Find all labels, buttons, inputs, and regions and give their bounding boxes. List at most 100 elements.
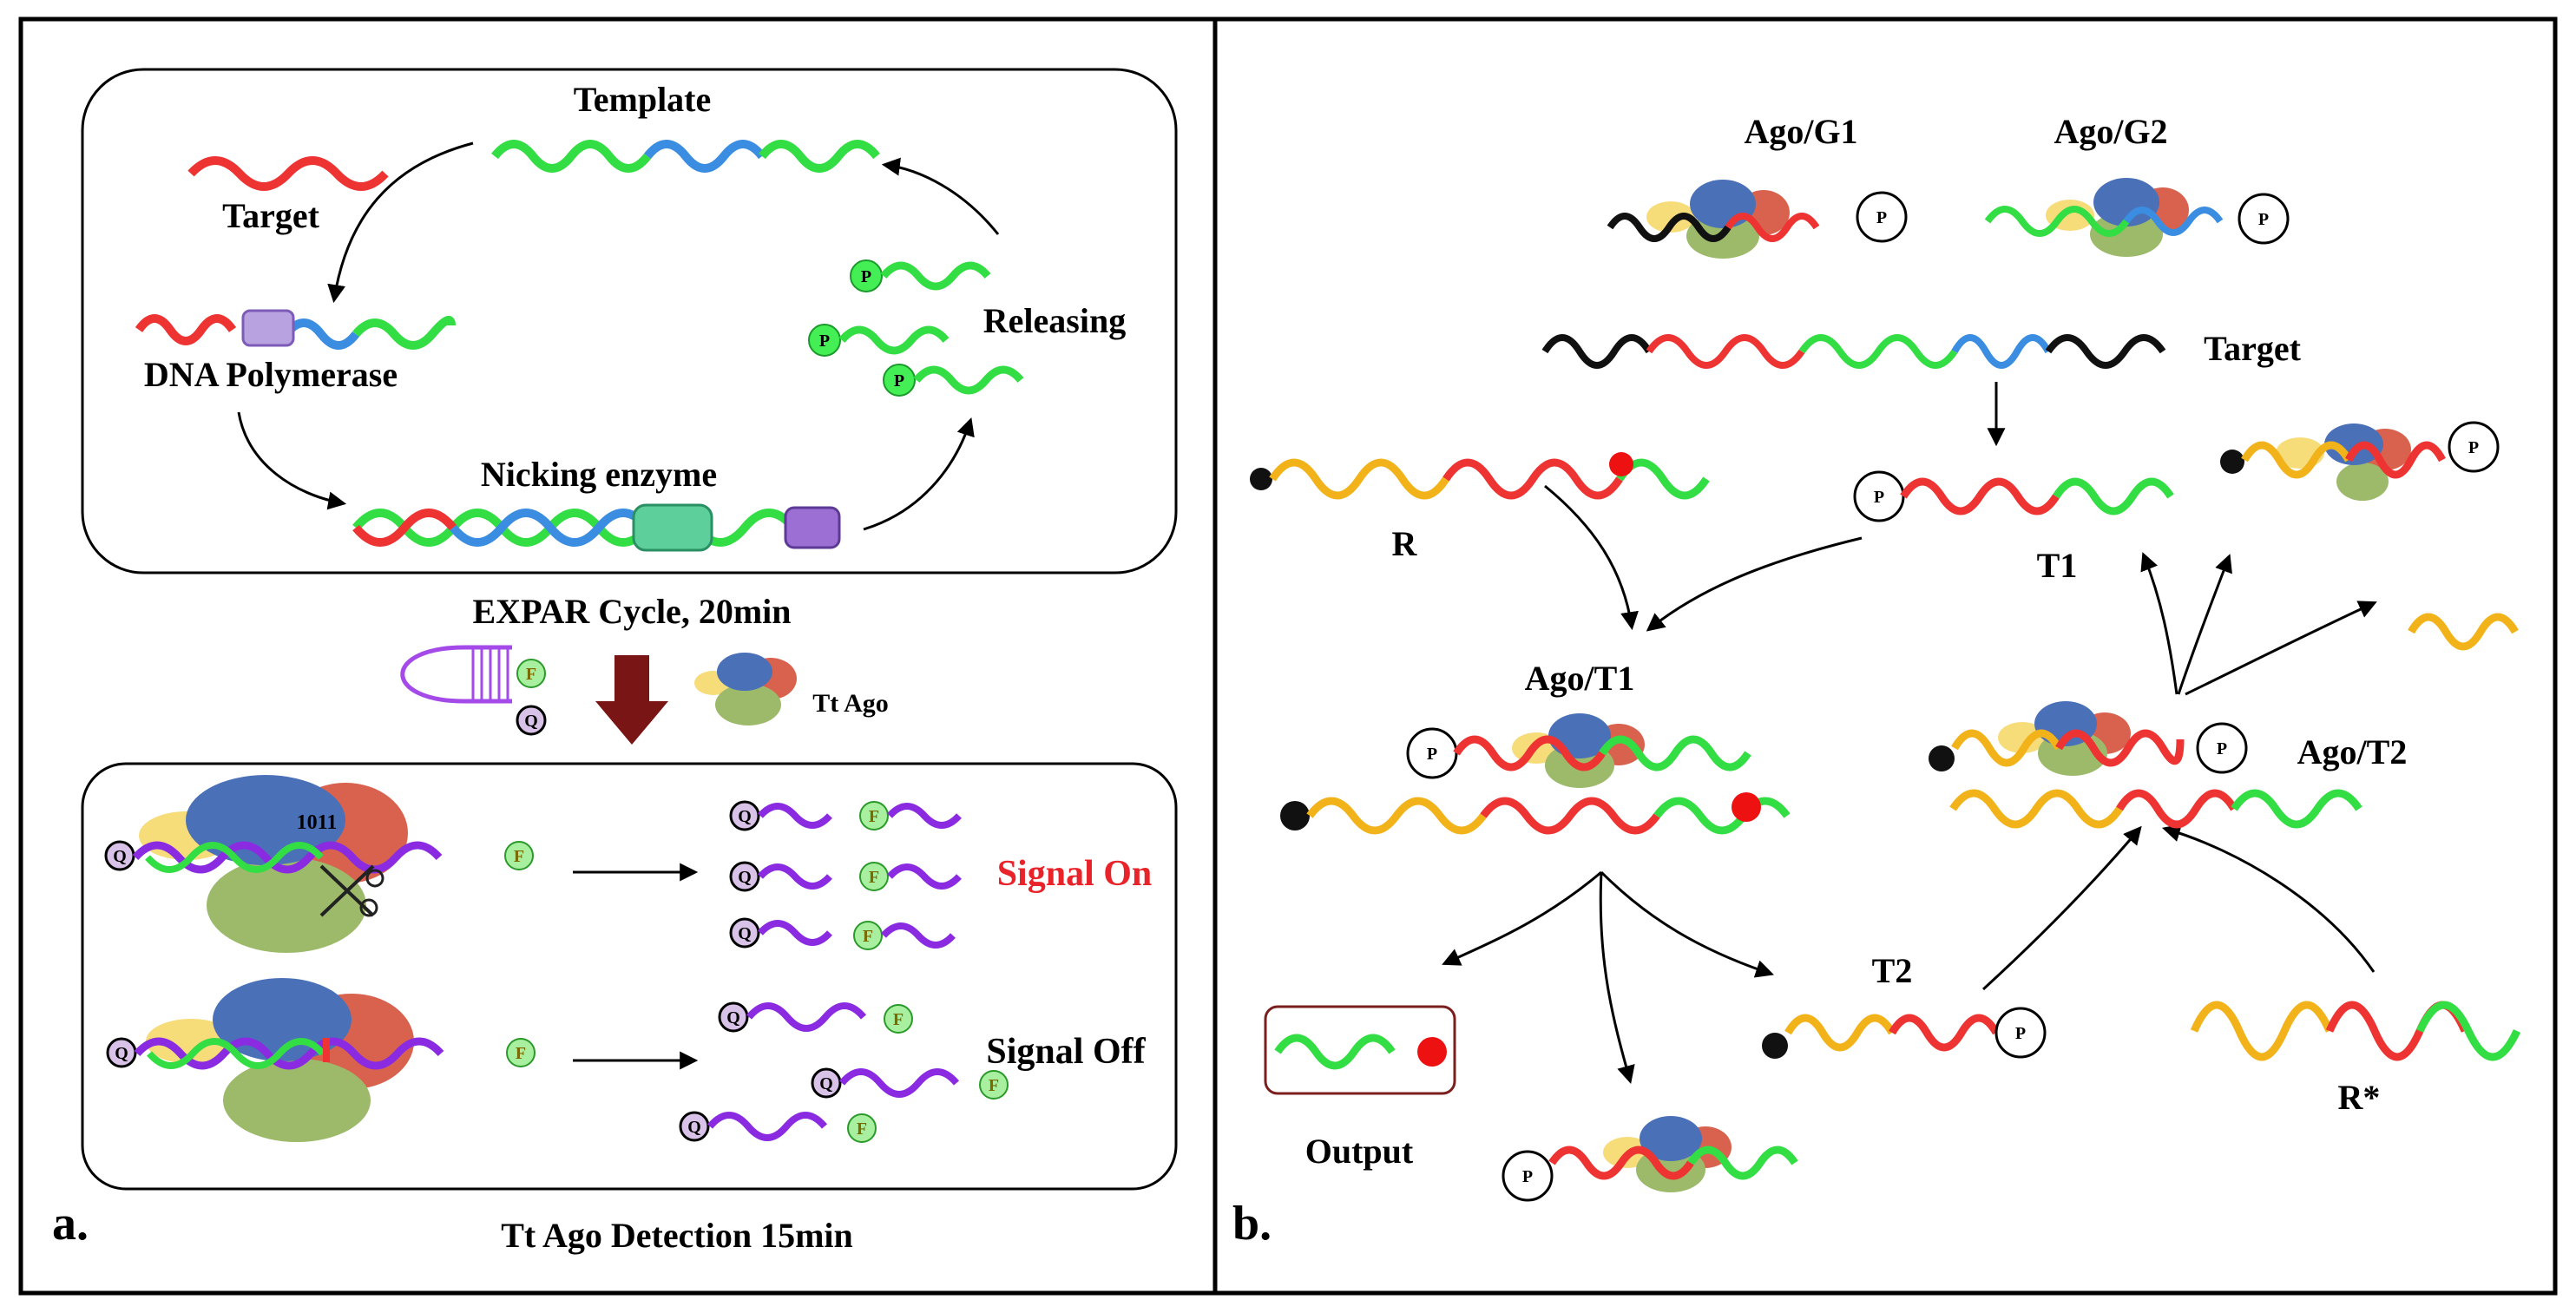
duplex-strand-top [352, 509, 797, 547]
svg-text:F: F [857, 1119, 867, 1139]
cycle-arrow-template-to-polymerase [327, 141, 474, 304]
target-strand-b [1541, 334, 2166, 369]
p-badge [2196, 722, 2248, 774]
panel-a-letter: a. [52, 1197, 89, 1251]
t1-strand: P [1853, 470, 2174, 522]
cleavage-position-label: 1011 [297, 811, 338, 834]
r-star-label: R* [2338, 1078, 2381, 1117]
nicking-enzyme-label: Nicking enzyme [481, 455, 717, 494]
nicking-enzyme-icon [632, 503, 713, 552]
p-badge [1856, 191, 1908, 243]
hairpin-loop [400, 645, 512, 704]
svg-text:F: F [869, 807, 879, 826]
ago-g1-label: Ago/G1 [1744, 112, 1857, 151]
fluorophore-icon [847, 1113, 877, 1143]
p-badge [1994, 1007, 2047, 1059]
expar-cycle-box [81, 68, 1178, 574]
svg-text:Q: Q [738, 807, 752, 826]
releasing-label: Releasing [983, 301, 1126, 340]
quencher-icon [729, 861, 760, 892]
duplex-strand-bottom [352, 509, 457, 547]
svg-text:P: P [2258, 210, 2269, 229]
quencher-icon [516, 705, 547, 736]
ago-t1-complex: P [1280, 713, 1791, 835]
ago-t2-label: Ago/T2 [2297, 732, 2408, 771]
quencher-icon [718, 1001, 749, 1033]
svg-text:P: P [861, 267, 871, 286]
figure-frame [18, 16, 2558, 1296]
dna-polymerase-icon [241, 309, 295, 347]
svg-text:Q: Q [738, 924, 752, 943]
fluorophore-icon [853, 921, 883, 950]
cycle-arrow-polymerase-to-nicking [237, 411, 347, 510]
ago-g2-label: Ago/G2 [2054, 112, 2167, 151]
svg-text:Q: Q [115, 1044, 128, 1063]
fluorophore-icon [516, 659, 546, 688]
released-strand-3 [913, 365, 1024, 395]
svg-text:P: P [1874, 488, 1884, 507]
tt-ago-label: Tt Ago [812, 689, 889, 718]
signal-on-products: Q F Q F Q F [729, 800, 962, 950]
polymerase-strand-red [135, 314, 237, 345]
quencher-icon [729, 800, 760, 831]
svg-text:P: P [2015, 1024, 2026, 1043]
fluorophore-icon [859, 862, 889, 891]
fluorophore-icon [979, 1070, 1009, 1100]
guide-strand [145, 842, 324, 873]
svg-text:F: F [514, 847, 524, 866]
svg-text:P: P [2468, 438, 2479, 457]
svg-text:P: P [1522, 1167, 1533, 1186]
template-strand-left [491, 140, 651, 173]
panel-b: b. P Ago/G1 P Ago/G2 [1232, 112, 2521, 1251]
p-badge [883, 364, 916, 397]
arrow-r-to-ago-t1 [1544, 484, 1639, 631]
released-strand-1 [880, 261, 991, 291]
r-label: R [1392, 524, 1418, 563]
arrow-t2-to-ago-t2 [1981, 825, 2142, 991]
p-badge [850, 259, 883, 292]
ago-g2-complex: P [1984, 178, 2290, 257]
ago-cleavage-complex: Q F 1011 [104, 775, 534, 953]
ago-product-complex: P [1502, 1116, 1798, 1202]
expar-cycle-title: EXPAR Cycle, 20min [473, 592, 792, 631]
duplex-strand-blue [450, 509, 651, 547]
output-box [1264, 1005, 1456, 1095]
svg-text:F: F [893, 1010, 904, 1029]
polymerase-complex [135, 309, 456, 350]
fluorophore-icon [859, 801, 889, 830]
tt-ago-icon [694, 653, 797, 725]
svg-text:P: P [2217, 739, 2227, 758]
target-strand [187, 156, 389, 191]
polymerase-strand-blue [283, 318, 359, 350]
scissors-icon [319, 864, 384, 917]
ago-g1-complex: P [1607, 180, 1908, 259]
svg-text:Q: Q [819, 1074, 833, 1093]
signal-off-products: Q F Q F Q F [679, 1001, 1009, 1143]
output-label: Output [1305, 1132, 1414, 1171]
svg-text:Q: Q [113, 847, 127, 866]
target-label: Target [222, 196, 320, 235]
svg-text:Q: Q [687, 1118, 701, 1137]
arrow-ago-t2-to-ago-complex [2177, 554, 2232, 695]
p-badge [2448, 421, 2500, 473]
signal-on-label: Signal On [997, 854, 1153, 894]
ago-noncleavage-complex: Q F [106, 978, 536, 1142]
p-badge [808, 324, 841, 357]
svg-text:F: F [863, 927, 873, 946]
p-badge [2238, 193, 2290, 245]
detection-box [81, 762, 1178, 1191]
t1-label: T1 [2037, 546, 2078, 585]
quencher-icon [106, 1037, 137, 1068]
quencher-icon [679, 1111, 710, 1142]
svg-text:Q: Q [524, 712, 538, 731]
svg-text:P: P [1876, 208, 1887, 227]
t2-strand: P [1762, 1007, 2047, 1059]
mismatch-mark [323, 1038, 330, 1062]
svg-text:Q: Q [726, 1008, 740, 1027]
polymerase-enzyme-icon [784, 506, 841, 549]
svg-text:P: P [819, 332, 830, 351]
ago-t2-complex: P [1929, 701, 2362, 829]
arrow-t1-to-ago-t1 [1646, 536, 1863, 632]
arrow-to-ago-product [1599, 871, 1635, 1085]
